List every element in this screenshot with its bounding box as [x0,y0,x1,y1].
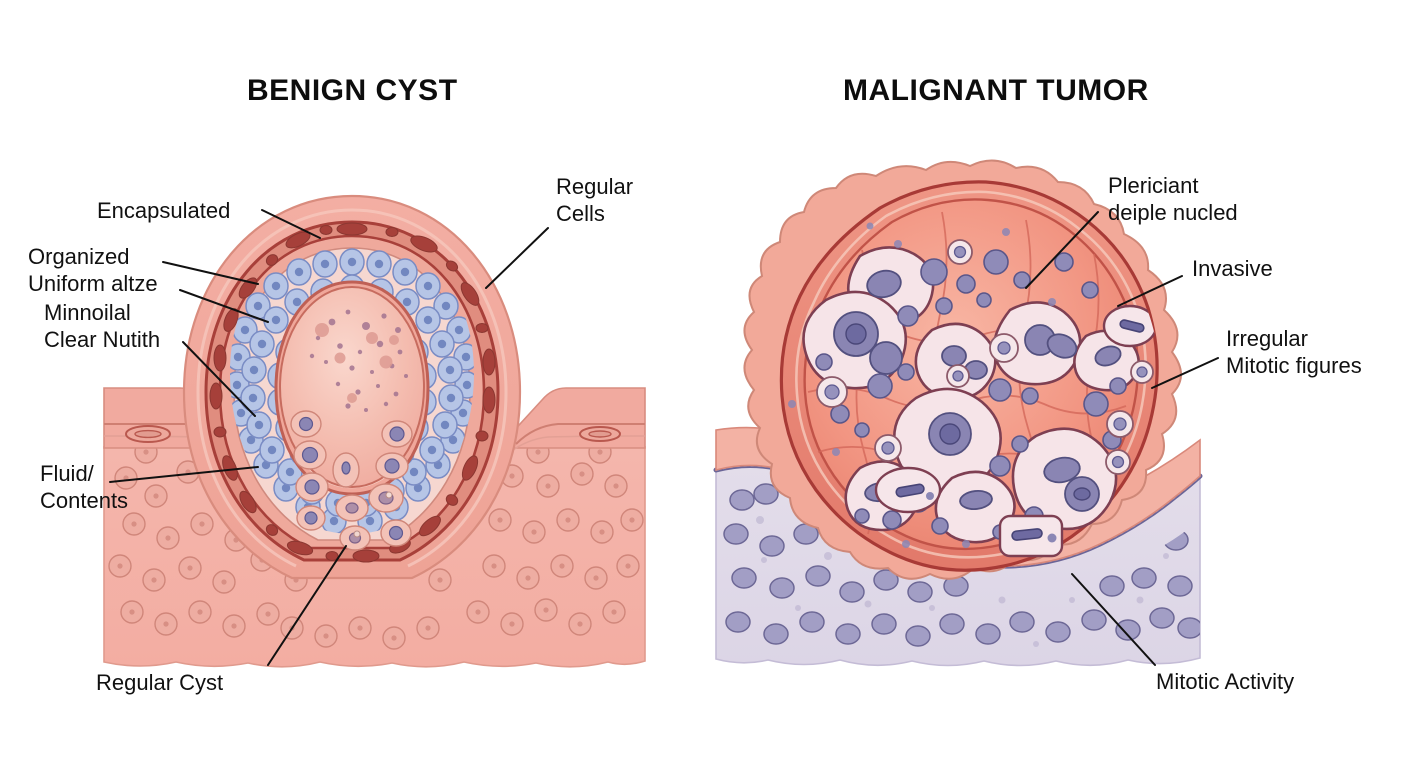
cyst-band-nuclei [209,222,496,563]
label-encapsulated: Encapsulated [97,198,231,223]
label-plericiant-deiple-nucled: Plericiant deiple nucled [1108,173,1238,225]
leader-regular-cyst [267,545,347,666]
cyst-lumen-cells [290,410,413,551]
tumor-pleomorphic-cells [788,218,1158,558]
label-regular-cyst: Regular Cyst [96,670,224,695]
cyst-lumen-debris [309,309,408,412]
leader-organized [162,261,259,285]
label-invasive: Invasive [1192,256,1273,281]
label-regular-cells: Regular Cells [556,174,634,226]
malignant-tumor-illustration [713,159,1203,667]
page-title-benign: BENIGN CYST [247,74,458,107]
label-fluid-contents: Fluid/ Contents [40,461,129,513]
page-title-malignant: MALIGNANT TUMOR [843,74,1149,107]
tumor-stroma-specks [756,509,1169,647]
label-mitotic-activity: Mitotic Activity [1156,669,1295,694]
leader-fluid-contents [109,466,259,483]
leader-lines [109,209,1219,666]
label-uniform-altze: Uniform altze [28,271,158,296]
mitotic-figures [874,304,1158,558]
leader-irregular [1151,357,1219,389]
leader-plericiant [1025,211,1099,289]
leader-regular-cells [485,227,549,289]
leader-uniform [179,289,269,323]
leader-mitotic-activity [1071,573,1156,666]
benign-cyst-illustration [103,194,646,668]
label-clear-nutith: Clear Nutith [44,327,161,352]
label-minnoilal: Minnoilal [44,300,131,325]
leader-invasive [1117,275,1183,307]
leader-encapsulated [261,209,321,239]
label-organized: Organized [28,244,130,269]
label-irregular-mitotic-figures: Irregular Mitotic figures [1226,326,1362,378]
leader-clear-nutith [182,341,256,417]
